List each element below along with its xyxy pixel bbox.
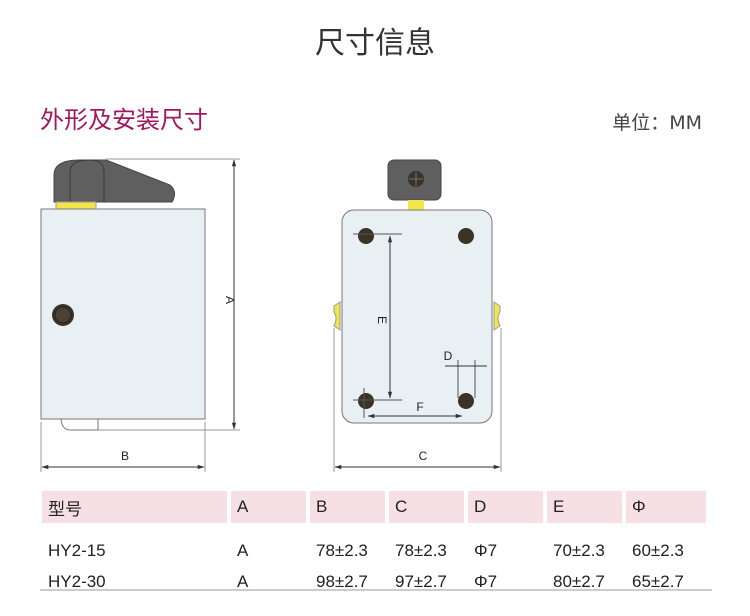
dim-label-a: A (223, 296, 237, 304)
cell: 65±2.7 (632, 571, 684, 591)
header-phi: Φ (626, 491, 706, 523)
table-header-row: 型号 A B C D E Φ (42, 491, 706, 523)
cell: 78±2.3 (316, 540, 368, 560)
cell: HY2-30 (48, 571, 106, 591)
unit-label: 单位：MM (612, 112, 702, 134)
page-title: 尺寸信息 (315, 26, 435, 61)
table-row (42, 523, 706, 535)
table-row: HY2-15 A 78±2.3 78±2.3 Φ7 70±2.3 60±2.3 (42, 535, 706, 566)
dim-label-c: C (419, 449, 428, 463)
header-model: 型号 (42, 491, 227, 523)
cell: 80±2.7 (553, 571, 605, 591)
dim-label-f: F (416, 400, 423, 414)
cell: Φ7 (474, 571, 498, 591)
section-title: 外形及安装尺寸 (40, 106, 208, 134)
header-a: A (231, 491, 306, 523)
front-view-drawing: E F D C (333, 159, 502, 472)
dimension-table: 型号 A B C D E Φ HY2-15 A 78±2.3 78±2.3 Φ7… (38, 491, 710, 597)
header-c: C (389, 491, 464, 523)
cell: 78±2.3 (395, 540, 447, 560)
header-e: E (547, 491, 622, 523)
side-view-drawing: A B (40, 158, 240, 472)
dimension-drawings: A B E F D C (40, 158, 502, 472)
table-row: HY2-30 A 98±2.7 97±2.7 Φ7 80±2.7 65±2.7 (42, 566, 706, 597)
dim-label-b: B (121, 449, 129, 463)
header-d: D (468, 491, 543, 523)
cell: 60±2.3 (632, 540, 684, 560)
cell: Φ7 (474, 540, 498, 560)
cell: A (237, 540, 249, 560)
dim-label-d: D (444, 349, 453, 363)
cell: 98±2.7 (316, 571, 368, 591)
cell: A (237, 571, 249, 591)
header-b: B (310, 491, 385, 523)
dim-label-e: E (375, 316, 389, 324)
cell: 97±2.7 (395, 571, 447, 591)
table-bottom-divider (40, 589, 712, 591)
cell: 70±2.3 (553, 540, 605, 560)
cell: HY2-15 (48, 540, 106, 560)
